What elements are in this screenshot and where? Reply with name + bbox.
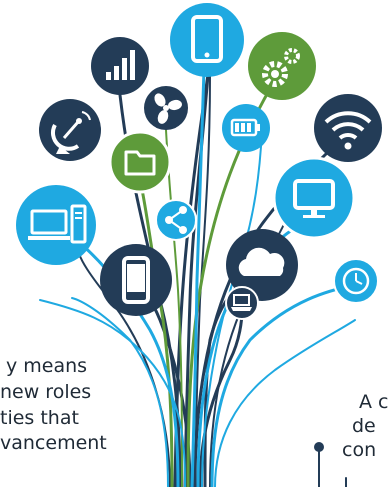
clock-icon [333, 258, 379, 304]
share-icon [155, 199, 197, 241]
right-text-line-2: de [352, 415, 376, 437]
desktop-tower-icon [16, 185, 96, 265]
battery-icon [222, 104, 270, 152]
signal-bars-icon [91, 37, 149, 95]
monitor-icon [272, 156, 356, 240]
fan-icon [144, 86, 188, 130]
left-text-line-3: ties that [0, 407, 79, 429]
phone-icon [170, 3, 244, 77]
right-text-line-3: con [342, 439, 377, 461]
gears-icon [248, 32, 316, 100]
pin-marker [314, 442, 324, 487]
satellite-dish-icon [39, 99, 101, 161]
folder-icon [108, 130, 172, 194]
left-text-line-2: new roles [0, 381, 92, 403]
wifi-icon [314, 94, 382, 162]
left-text-line-1: y means [6, 355, 88, 377]
laptop-icon [225, 286, 259, 320]
cloud-icon [226, 229, 298, 301]
smartphone-icon [100, 244, 172, 316]
right-text-line-1: A c [359, 391, 389, 413]
left-text-line-4: vancement [0, 432, 107, 454]
